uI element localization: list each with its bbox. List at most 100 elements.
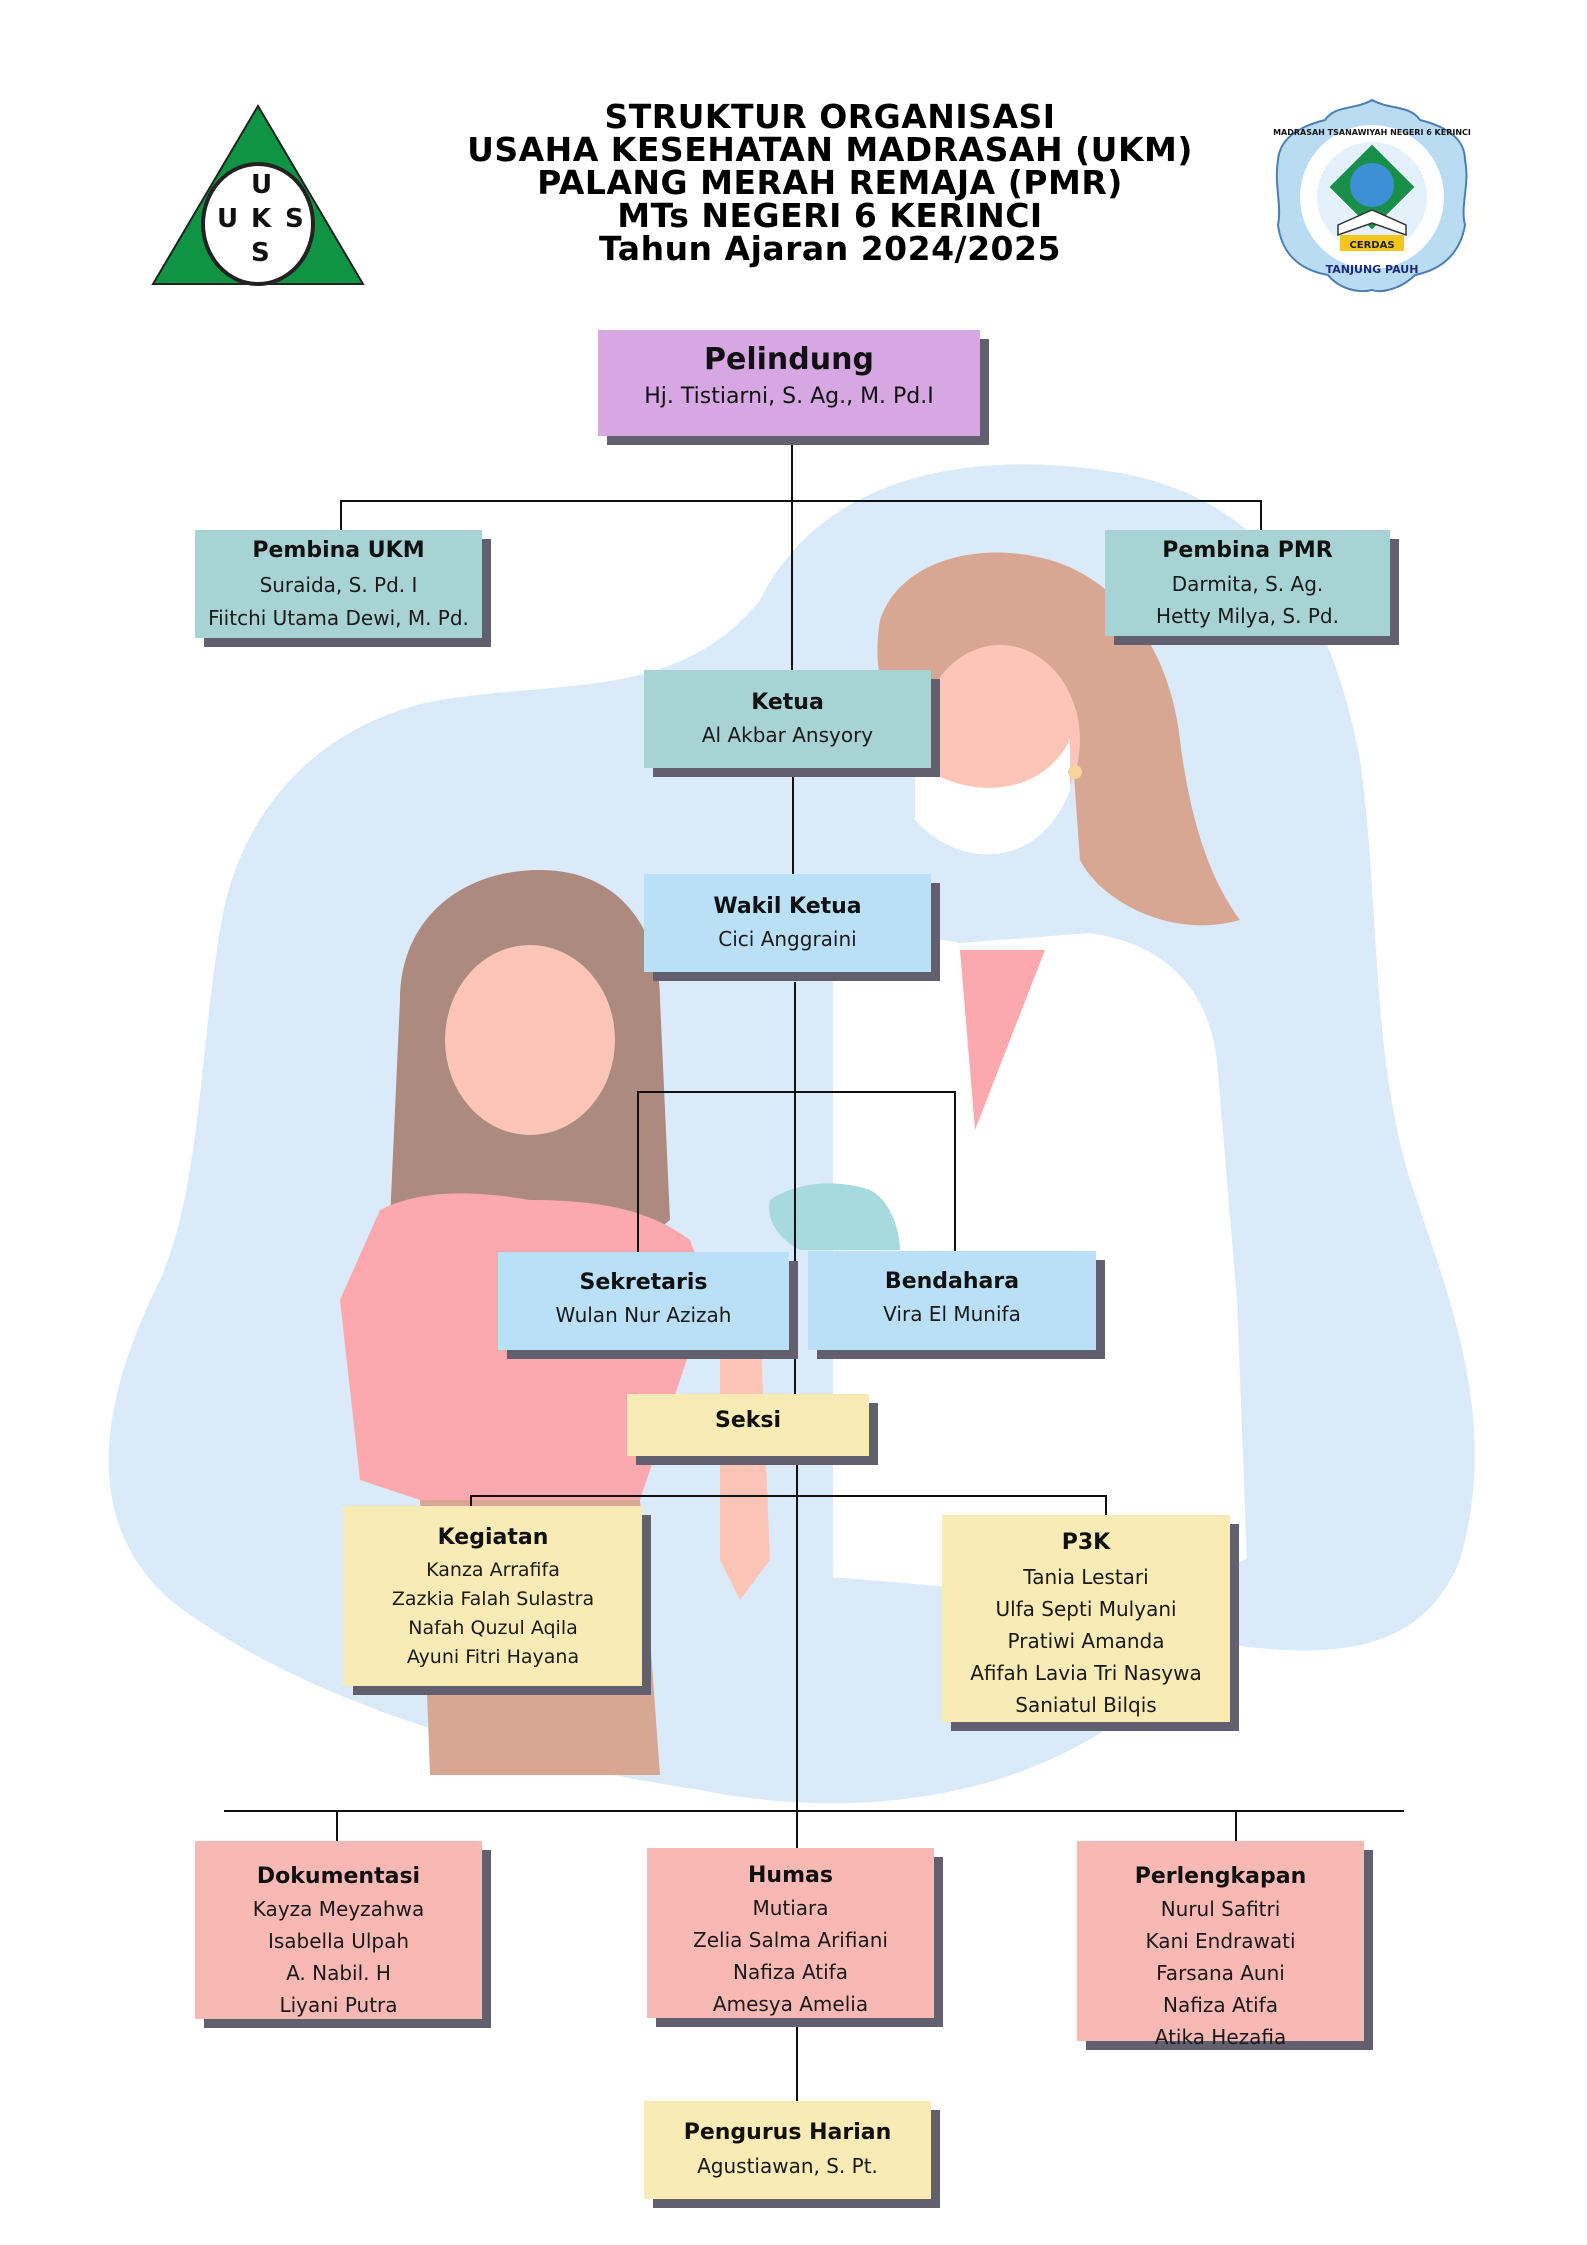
p3k-member: Afifah Lavia Tri Nasywa bbox=[970, 1661, 1202, 1685]
nurse-mask bbox=[915, 740, 1070, 855]
connector-line bbox=[340, 500, 1262, 502]
nurse-earring bbox=[1068, 765, 1082, 779]
kegiatan-member: Kanza Arrafifa bbox=[426, 1559, 560, 1581]
ketua-title: Ketua bbox=[751, 690, 824, 715]
bendahara-name: Vira El Munifa bbox=[883, 1302, 1021, 1326]
wakil-ketua-title: Wakil Ketua bbox=[713, 894, 862, 919]
perlengkapan-member: Atika Hezafia bbox=[1154, 2025, 1287, 2049]
pembina-pmr-name: Darmita, S. Ag. bbox=[1171, 572, 1324, 596]
kegiatan-member: Ayuni Fitri Hayana bbox=[406, 1646, 580, 1668]
pembina-ukm-box: Pembina UKM Suraida, S. Pd. I Fiitchi Ut… bbox=[195, 530, 482, 638]
pembina-ukm-title: Pembina UKM bbox=[252, 538, 425, 563]
pembina-ukm-name: Suraida, S. Pd. I bbox=[259, 573, 418, 597]
connector-line bbox=[637, 1091, 956, 1093]
svg-text:CERDAS: CERDAS bbox=[1349, 240, 1394, 251]
connector-line bbox=[340, 500, 342, 532]
p3k-member: Tania Lestari bbox=[1023, 1565, 1149, 1589]
humas-box: Humas Mutiara Zelia Salma Arifiani Nafiz… bbox=[647, 1848, 934, 2018]
madrasah-emblem-icon: CERDAS TANJUNG PAUH MADRASAH TSANAWIYAH … bbox=[1273, 98, 1471, 293]
connector-line bbox=[336, 1810, 338, 1855]
pengurus-harian-box: Pengurus Harian Agustiawan, S. Pt. bbox=[644, 2101, 931, 2199]
dokumentasi-member: A. Nabil. H bbox=[286, 1961, 391, 1985]
perlengkapan-title: Perlengkapan bbox=[1134, 1864, 1307, 1889]
p3k-title: P3K bbox=[1061, 1530, 1111, 1555]
connector-line bbox=[954, 1091, 956, 1252]
kegiatan-box: Kegiatan Kanza Arrafifa Zazkia Falah Sul… bbox=[344, 1506, 642, 1686]
pembina-pmr-title: Pembina PMR bbox=[1162, 538, 1333, 563]
dokumentasi-title: Dokumentasi bbox=[256, 1864, 421, 1889]
pelindung-box: Pelindung Hj. Tistiarni, S. Ag., M. Pd.I bbox=[598, 330, 980, 436]
p3k-member: Ulfa Septi Mulyani bbox=[995, 1597, 1177, 1621]
humas-member: Nafiza Atifa bbox=[733, 1960, 848, 1984]
connector-line bbox=[470, 1495, 1107, 1497]
svg-text:TANJUNG PAUH: TANJUNG PAUH bbox=[1326, 263, 1419, 276]
ketua-name: Al Akbar Ansyory bbox=[701, 723, 874, 747]
nurse-shirt bbox=[960, 950, 1045, 1130]
pembina-ukm-name: Fiitchi Utama Dewi, M. Pd. bbox=[208, 606, 469, 630]
connector-line bbox=[637, 1091, 639, 1252]
uks-letter-bottom: S bbox=[251, 238, 270, 268]
wakil-ketua-box: Wakil Ketua Cici Anggraini bbox=[644, 874, 931, 972]
title-line: MTs NEGERI 6 KERINCI bbox=[617, 196, 1043, 235]
kegiatan-member: Nafah Quzul Aqila bbox=[408, 1617, 578, 1639]
sekretaris-box: Sekretaris Wulan Nur Azizah bbox=[498, 1252, 789, 1350]
humas-title: Humas bbox=[748, 1863, 833, 1888]
ketua-box: Ketua Al Akbar Ansyory bbox=[644, 670, 931, 768]
sekretaris-title: Sekretaris bbox=[579, 1270, 708, 1295]
uks-letter-top: U bbox=[251, 170, 273, 200]
humas-member: Amesya Amelia bbox=[712, 1992, 869, 2016]
wakil-ketua-name: Cici Anggraini bbox=[718, 927, 857, 951]
uks-logo: U U K S S bbox=[151, 104, 365, 286]
pengurus-harian-name: Agustiawan, S. Pt. bbox=[697, 2154, 878, 2178]
perlengkapan-member: Farsana Auni bbox=[1156, 1961, 1285, 1985]
perlengkapan-member: Kani Endrawati bbox=[1145, 1929, 1296, 1953]
kegiatan-title: Kegiatan bbox=[437, 1525, 549, 1550]
madrasah-logo: CERDAS TANJUNG PAUH MADRASAH TSANAWIYAH … bbox=[1270, 95, 1474, 295]
dokumentasi-member: Isabella Ulpah bbox=[267, 1929, 410, 1953]
pembina-pmr-box: Pembina PMR Darmita, S. Ag. Hetty Milya,… bbox=[1105, 530, 1390, 636]
connector-line bbox=[796, 1458, 798, 2113]
title-line: PALANG MERAH REMAJA (PMR) bbox=[537, 163, 1123, 202]
page-title: STRUKTUR ORGANISASI USAHA KESEHATAN MADR… bbox=[400, 100, 1260, 265]
connector-line bbox=[791, 437, 793, 670]
perlengkapan-member: Nurul Safitri bbox=[1160, 1897, 1281, 1921]
nurse-glove bbox=[769, 1183, 900, 1250]
seksi-title: Seksi bbox=[714, 1408, 782, 1433]
dokumentasi-box: Dokumentasi Kayza Meyzahwa Isabella Ulpa… bbox=[195, 1841, 482, 2019]
kegiatan-member: Zazkia Falah Sulastra bbox=[391, 1588, 595, 1610]
title-line: STRUKTUR ORGANISASI bbox=[604, 97, 1056, 136]
uks-letter-center: K bbox=[251, 204, 272, 234]
p3k-box: P3K Tania Lestari Ulfa Septi Mulyani Pra… bbox=[942, 1515, 1230, 1722]
girl-face bbox=[445, 945, 615, 1135]
title-line: USAHA KESEHATAN MADRASAH (UKM) bbox=[467, 130, 1193, 169]
pembina-pmr-name: Hetty Milya, S. Pd. bbox=[1156, 604, 1339, 628]
connector-line bbox=[1105, 1495, 1107, 1526]
p3k-member: Pratiwi Amanda bbox=[1007, 1629, 1165, 1653]
connector-line bbox=[792, 777, 794, 874]
dokumentasi-member: Kayza Meyzahwa bbox=[252, 1897, 425, 1921]
svg-text:MADRASAH TSANAWIYAH NEGERI 6 K: MADRASAH TSANAWIYAH NEGERI 6 KERINCI bbox=[1273, 128, 1471, 137]
pelindung-name: Hj. Tistiarni, S. Ag., M. Pd.I bbox=[644, 384, 934, 409]
connector-line bbox=[1260, 500, 1262, 532]
uks-letter-right: S bbox=[285, 204, 304, 234]
perlengkapan-member: Nafiza Atifa bbox=[1163, 1993, 1278, 2017]
connector-line bbox=[794, 982, 796, 1394]
title-line: Tahun Ajaran 2024/2025 bbox=[599, 229, 1061, 268]
perlengkapan-box: Perlengkapan Nurul Safitri Kani Endrawat… bbox=[1077, 1841, 1364, 2049]
humas-member: Zelia Salma Arifiani bbox=[693, 1928, 888, 1952]
pengurus-harian-title: Pengurus Harian bbox=[683, 2120, 892, 2145]
p3k-member: Saniatul Bilqis bbox=[1015, 1693, 1157, 1717]
dokumentasi-member: Liyani Putra bbox=[279, 1993, 398, 2017]
bendahara-title: Bendahara bbox=[884, 1269, 1020, 1294]
nurse-hair bbox=[877, 552, 1240, 926]
sekretaris-name: Wulan Nur Azizah bbox=[555, 1303, 732, 1327]
seksi-box: Seksi bbox=[627, 1394, 869, 1456]
connector-line bbox=[1235, 1810, 1237, 1855]
humas-member: Mutiara bbox=[752, 1896, 829, 1920]
bendahara-box: Bendahara Vira El Munifa bbox=[808, 1251, 1096, 1350]
girl-arm bbox=[720, 1320, 770, 1600]
uks-triangle-icon bbox=[151, 104, 365, 286]
pelindung-title: Pelindung bbox=[704, 342, 874, 377]
connector-line bbox=[224, 1810, 1404, 1812]
